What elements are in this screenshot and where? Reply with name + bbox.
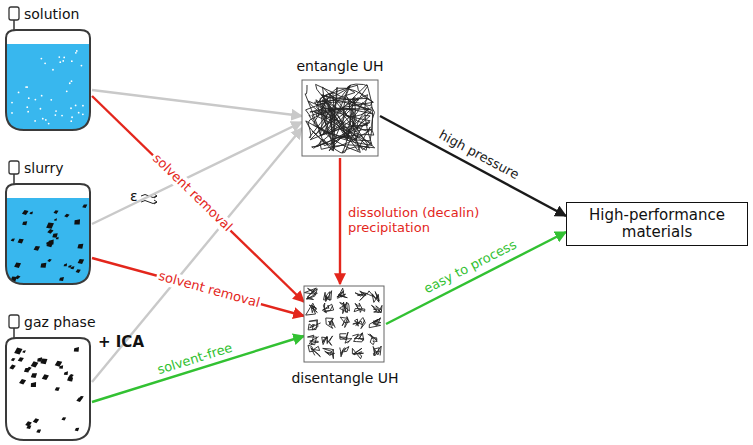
slurry-reactor: slurry xyxy=(4,158,92,286)
process-arrow xyxy=(92,128,302,382)
process-arrow xyxy=(92,90,302,116)
process-arrow xyxy=(380,116,566,216)
node-label: High-performance materials xyxy=(567,204,747,245)
solution-reactor: solution xyxy=(4,4,92,132)
node-label: gaz phase xyxy=(24,314,96,330)
arrow-label: dissolution (decalin) precipitation xyxy=(346,206,500,236)
reactor-drawing xyxy=(4,158,92,286)
arrow-label: solvent removal xyxy=(154,268,263,311)
process-box: High-performance materials xyxy=(566,202,748,246)
disentangled-polymer: disentangle UH xyxy=(290,284,400,398)
node-label: solution xyxy=(24,6,79,22)
node-sublabel: + ICA xyxy=(98,334,144,351)
node-label: slurry xyxy=(24,160,64,176)
node-label: disentangle UH xyxy=(291,370,398,386)
process-arrow xyxy=(92,96,304,302)
process-arrow xyxy=(386,232,566,324)
arrow-label: solvent-free xyxy=(154,340,236,379)
electron-symbol: ε xyxy=(130,188,138,204)
node-label: entangle UH xyxy=(296,58,383,74)
arrow-label: easy to process xyxy=(420,237,521,298)
process-arrow xyxy=(92,258,304,316)
reactor-drawing xyxy=(4,4,92,132)
process-arrow xyxy=(339,158,341,284)
gas-phase-reactor: gaz phase+ ICA xyxy=(4,312,92,442)
arrow-label: solvent removal xyxy=(148,150,236,236)
arrow-label: high pressure xyxy=(434,127,523,184)
entangled-polymer: entangle UH xyxy=(294,58,386,162)
reactor-drawing xyxy=(4,312,92,442)
